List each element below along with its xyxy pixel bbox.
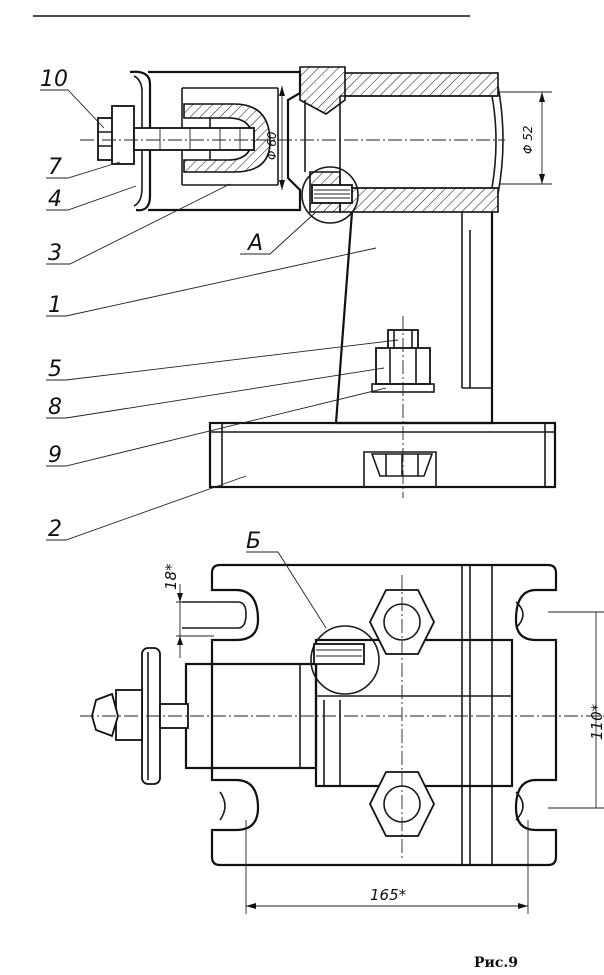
label-part-4: 4 <box>48 187 62 212</box>
dimension-label-d52: Φ 52 <box>521 125 535 154</box>
leader-detail-b: Б <box>246 529 327 629</box>
dimension-d165: 165* <box>245 820 529 914</box>
cap-part-3 <box>148 70 302 212</box>
label-detail-b: Б <box>246 529 261 554</box>
label-detail-a: А <box>246 231 263 256</box>
label-part-2: 2 <box>48 517 62 542</box>
dimension-d18: 18* <box>162 563 214 658</box>
front-view: Φ 60 Φ 52 10 7 4 3 А 1 5 <box>40 66 557 542</box>
locking-screw-a <box>301 166 359 224</box>
dimension-d52: Φ 52 <box>500 91 552 185</box>
screw-assembly <box>97 105 255 165</box>
plan-view: 18* 110* 165* Б <box>80 529 604 914</box>
figure-caption: Рис.9 <box>474 955 518 971</box>
label-part-3: 3 <box>48 241 62 266</box>
base-plate <box>208 421 557 489</box>
dimension-label-d165: 165* <box>370 886 407 904</box>
dimension-label-d18: 18* <box>162 563 180 590</box>
plan-base-plate <box>182 563 558 867</box>
bracket-body <box>334 198 494 425</box>
part-leaders-front: 10 7 4 3 А 1 5 8 9 2 <box>40 67 399 542</box>
locking-screw-b <box>310 625 380 695</box>
label-part-1: 1 <box>48 293 62 318</box>
label-part-10: 10 <box>40 67 68 92</box>
label-part-9: 9 <box>48 443 62 468</box>
dimension-d60: Φ 60 <box>265 86 285 190</box>
dimension-label-d110: 110* <box>588 703 604 740</box>
dimension-label-d60: Φ 60 <box>265 131 279 160</box>
dimension-d110: 110* <box>548 611 604 809</box>
label-part-5: 5 <box>48 357 62 382</box>
label-part-7: 7 <box>48 155 62 180</box>
label-part-8: 8 <box>48 395 62 420</box>
